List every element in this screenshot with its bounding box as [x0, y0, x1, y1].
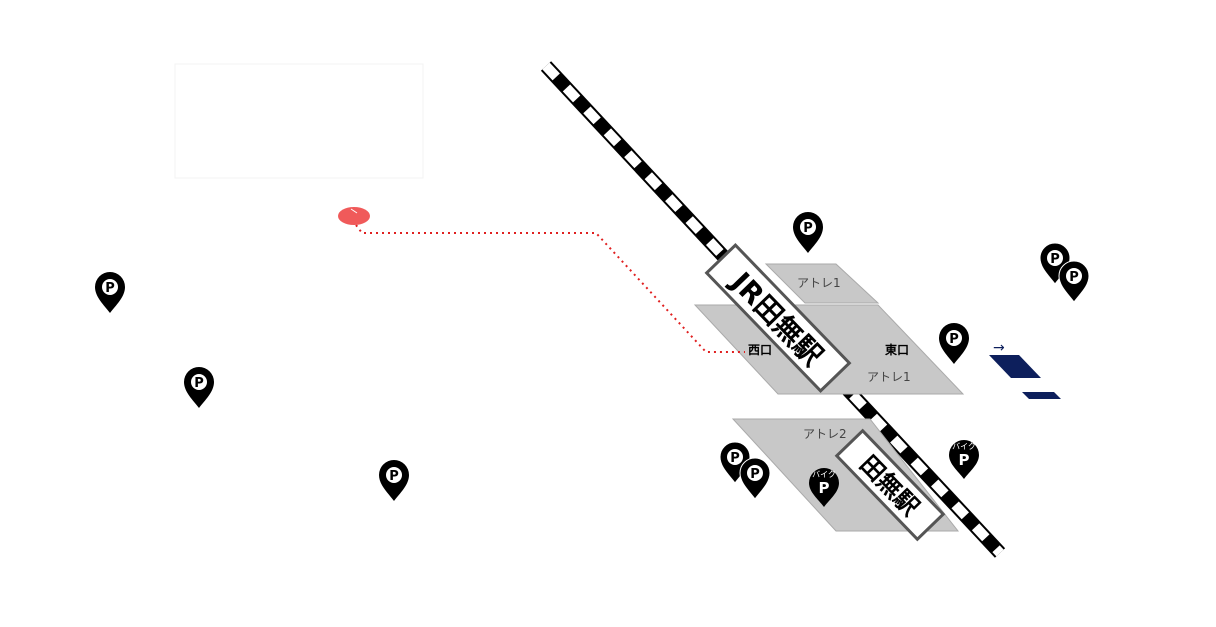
svg-text:P: P: [949, 332, 959, 347]
svg-text:バイク: バイク: [812, 470, 836, 479]
svg-text:P: P: [1050, 252, 1060, 267]
svg-text:P: P: [1069, 270, 1079, 285]
bus-stop-icon[interactable]: [989, 355, 1041, 378]
svg-text:P: P: [750, 467, 760, 482]
svg-text:P: P: [803, 221, 813, 236]
atre1-main-label: アトレ1: [867, 370, 911, 384]
svg-text:P: P: [959, 451, 970, 469]
parking-pin-icon[interactable]: P: [184, 367, 214, 408]
bus-lane-icon: [1022, 392, 1061, 399]
parking-pin-icon[interactable]: P: [1058, 260, 1090, 303]
svg-text:P: P: [105, 281, 115, 296]
parking-pin-icon[interactable]: P: [379, 460, 409, 501]
parking-pin-icon[interactable]: P: [939, 323, 969, 364]
east-exit-label: 東口: [885, 342, 909, 357]
building-atre1-north[interactable]: [764, 263, 880, 304]
destination-marker[interactable]: [338, 207, 370, 225]
bike-parking-pin-icon[interactable]: バイク P: [949, 440, 979, 479]
atre2-label: アトレ2: [803, 427, 847, 441]
svg-text:P: P: [819, 479, 830, 497]
parking-pin-icon[interactable]: P: [739, 457, 771, 500]
atre1-top-label: アトレ1: [797, 276, 841, 290]
parking-pin-icon[interactable]: P: [793, 212, 823, 253]
parking-pin-icon[interactable]: P: [95, 272, 125, 313]
west-exit-label: 西口: [748, 343, 772, 357]
walking-route: [355, 224, 745, 353]
svg-text:バイク: バイク: [952, 442, 976, 451]
direction-arrow: →: [993, 340, 1005, 356]
svg-text:P: P: [194, 376, 204, 391]
svg-text:P: P: [389, 469, 399, 484]
info-panel: [174, 63, 424, 179]
svg-text:P: P: [730, 451, 740, 466]
bike-parking-pin-icon[interactable]: バイク P: [809, 468, 839, 507]
